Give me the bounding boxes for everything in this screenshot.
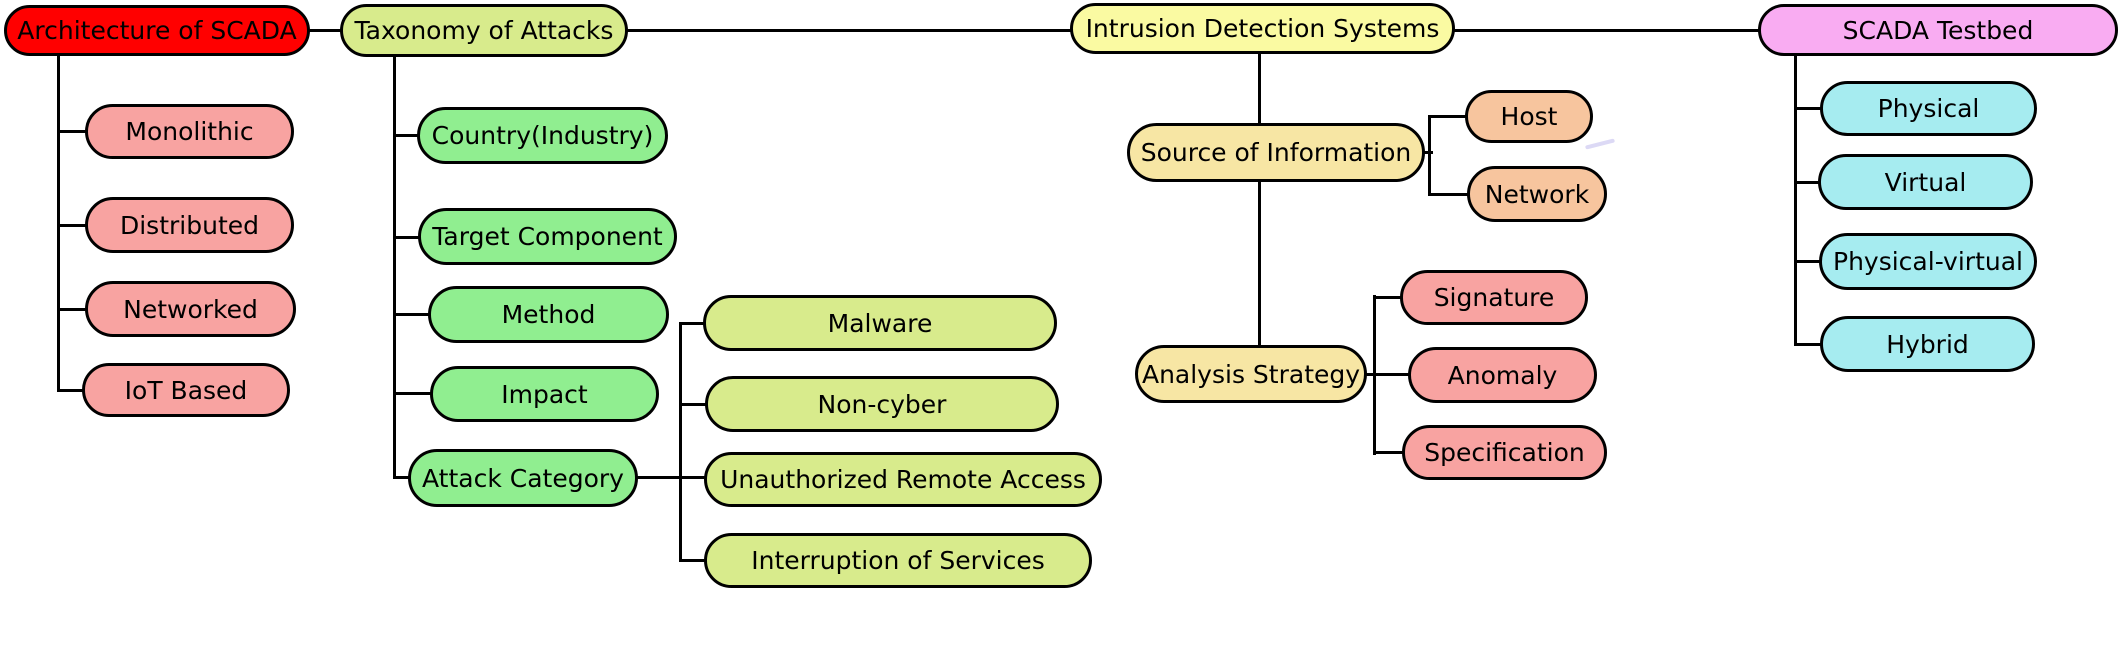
- node-non-cyber: Non-cyber: [705, 376, 1059, 432]
- connector-stub: [393, 476, 411, 479]
- node-attack-category: Attack Category: [408, 449, 638, 507]
- connector-stub: [393, 392, 433, 395]
- connector-stub: [57, 224, 87, 227]
- node-monolithic: Monolithic: [85, 104, 294, 159]
- node-intrusion-detection-systems: Intrusion Detection Systems: [1070, 3, 1455, 54]
- connector-stub: [393, 236, 421, 239]
- connector-stub: [393, 313, 431, 316]
- node-analysis-strategy: Analysis Strategy: [1135, 345, 1367, 403]
- node-taxonomy-of-attacks: Taxonomy of Attacks: [340, 4, 628, 57]
- connector-stub: [57, 130, 87, 133]
- connector-bracket: [1373, 295, 1376, 455]
- node-specification: Specification: [1402, 425, 1607, 480]
- connector-stub: [1428, 193, 1470, 196]
- connector-trunk: [679, 322, 682, 561]
- connector-stub: [57, 389, 85, 392]
- connector-stub: [679, 322, 706, 325]
- node-signature: Signature: [1400, 270, 1588, 325]
- connector-trunk: [393, 55, 396, 479]
- connector-stub: [1363, 373, 1410, 376]
- node-malware: Malware: [703, 295, 1057, 351]
- stray-mark: [1584, 138, 1616, 150]
- node-host: Host: [1465, 90, 1593, 143]
- node-interruption-of-services: Interruption of Services: [704, 533, 1092, 588]
- connector-stub: [57, 308, 87, 311]
- node-method: Method: [428, 286, 669, 343]
- connector-stub: [679, 559, 707, 562]
- node-country-industry: Country(Industry): [417, 107, 668, 164]
- connector-trunk: [1794, 54, 1797, 345]
- connector-stub: [1373, 296, 1403, 299]
- connector-stub: [393, 134, 420, 137]
- node-source-of-information: Source of Information: [1127, 123, 1425, 182]
- connector-bracket: [1428, 115, 1431, 196]
- node-networked: Networked: [85, 281, 296, 337]
- node-iot-based: IoT Based: [82, 363, 290, 417]
- connector-stub: [679, 403, 708, 406]
- node-network: Network: [1467, 166, 1607, 222]
- node-hybrid: Hybrid: [1820, 316, 2035, 372]
- connector-spine: [1451, 29, 1762, 32]
- node-unauthorized-remote-access: Unauthorized Remote Access: [704, 452, 1102, 507]
- node-physical-virtual: Physical-virtual: [1819, 233, 2037, 290]
- node-impact: Impact: [430, 366, 659, 422]
- connector-stub: [1428, 115, 1468, 118]
- connector-spine: [306, 29, 344, 32]
- connector-stub: [1373, 451, 1405, 454]
- node-physical: Physical: [1820, 81, 2037, 136]
- node-scada-testbed: SCADA Testbed: [1758, 4, 2118, 56]
- connector-stub: [635, 476, 707, 479]
- connector-trunk: [57, 54, 60, 392]
- connector-stub: [1794, 343, 1823, 346]
- connector-trunk: [1258, 52, 1261, 348]
- node-architecture-of-scada: Architecture of SCADA: [4, 5, 310, 56]
- node-target-component: Target Component: [418, 208, 677, 265]
- connector-stub: [1794, 260, 1822, 263]
- node-virtual: Virtual: [1818, 154, 2033, 210]
- connector-stub: [1794, 107, 1823, 110]
- connector-spine: [624, 29, 1074, 32]
- node-anomaly: Anomaly: [1408, 347, 1597, 403]
- node-distributed: Distributed: [85, 197, 294, 253]
- connector-stub: [1794, 181, 1821, 184]
